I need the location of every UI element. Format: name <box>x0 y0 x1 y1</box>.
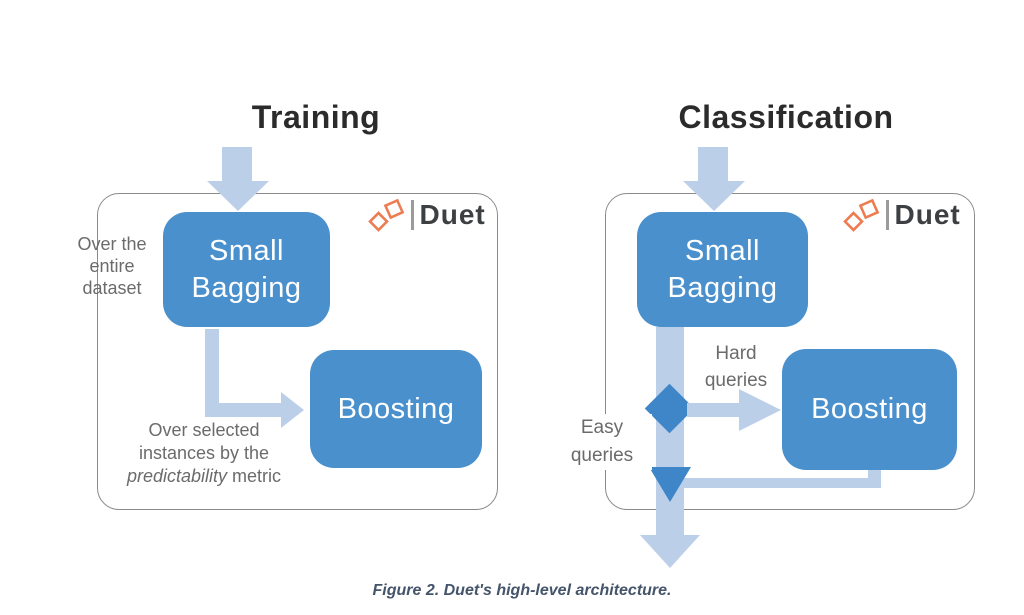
duet-logo: Duet <box>367 198 486 232</box>
duet-logo-text: Duet <box>419 199 486 230</box>
small-bagging-box: Small Bagging <box>637 212 808 327</box>
training-input-arrow-shaft <box>222 147 252 182</box>
duet-logo-divider <box>411 200 414 230</box>
classification-input-arrow-shaft <box>698 147 728 182</box>
duet-diamonds-icon <box>368 198 405 232</box>
boosting-return-path <box>668 478 881 488</box>
hard-queries-label: Hard queries <box>704 343 768 391</box>
predictability-term: predictability <box>126 466 228 486</box>
duet-logo: Duet <box>842 198 961 232</box>
boosting-box: Boosting <box>310 350 482 468</box>
training-input-arrowhead-icon <box>207 181 269 211</box>
selected-note-line1: Over selected <box>148 420 260 440</box>
duet-logo-divider <box>886 200 889 230</box>
selected-note-line2: instances by the <box>138 443 270 463</box>
hard-path-arrowhead-icon <box>739 389 781 431</box>
training-elbow-arrow-vertical <box>205 329 219 417</box>
selected-instances-note: Over selected instances by the predictabil… <box>108 419 300 488</box>
boosting-return-path-stub <box>868 470 881 479</box>
training-elbow-arrow-horizontal <box>205 403 281 417</box>
duet-diamonds-icon <box>843 198 880 232</box>
easy-queries-label: Easy queries <box>552 414 652 470</box>
merge-arrowhead-icon <box>649 467 691 502</box>
classification-input-arrowhead-icon <box>683 181 745 211</box>
small-bagging-box: Small Bagging <box>163 212 330 327</box>
entire-dataset-note: Over the entire dataset <box>77 234 147 298</box>
training-title: Training <box>251 99 381 135</box>
figure-caption: Figure 2. Duet's high-level architecture… <box>372 582 672 599</box>
output-arrowhead-icon <box>640 535 700 568</box>
classification-title: Classification <box>678 99 894 135</box>
training-elbow-arrowhead-icon <box>281 392 304 428</box>
selected-note-rest: metric <box>227 466 282 486</box>
boosting-box: Boosting <box>782 349 957 470</box>
hard-path-arrow-shaft <box>687 403 739 417</box>
duet-logo-text: Duet <box>894 199 961 230</box>
